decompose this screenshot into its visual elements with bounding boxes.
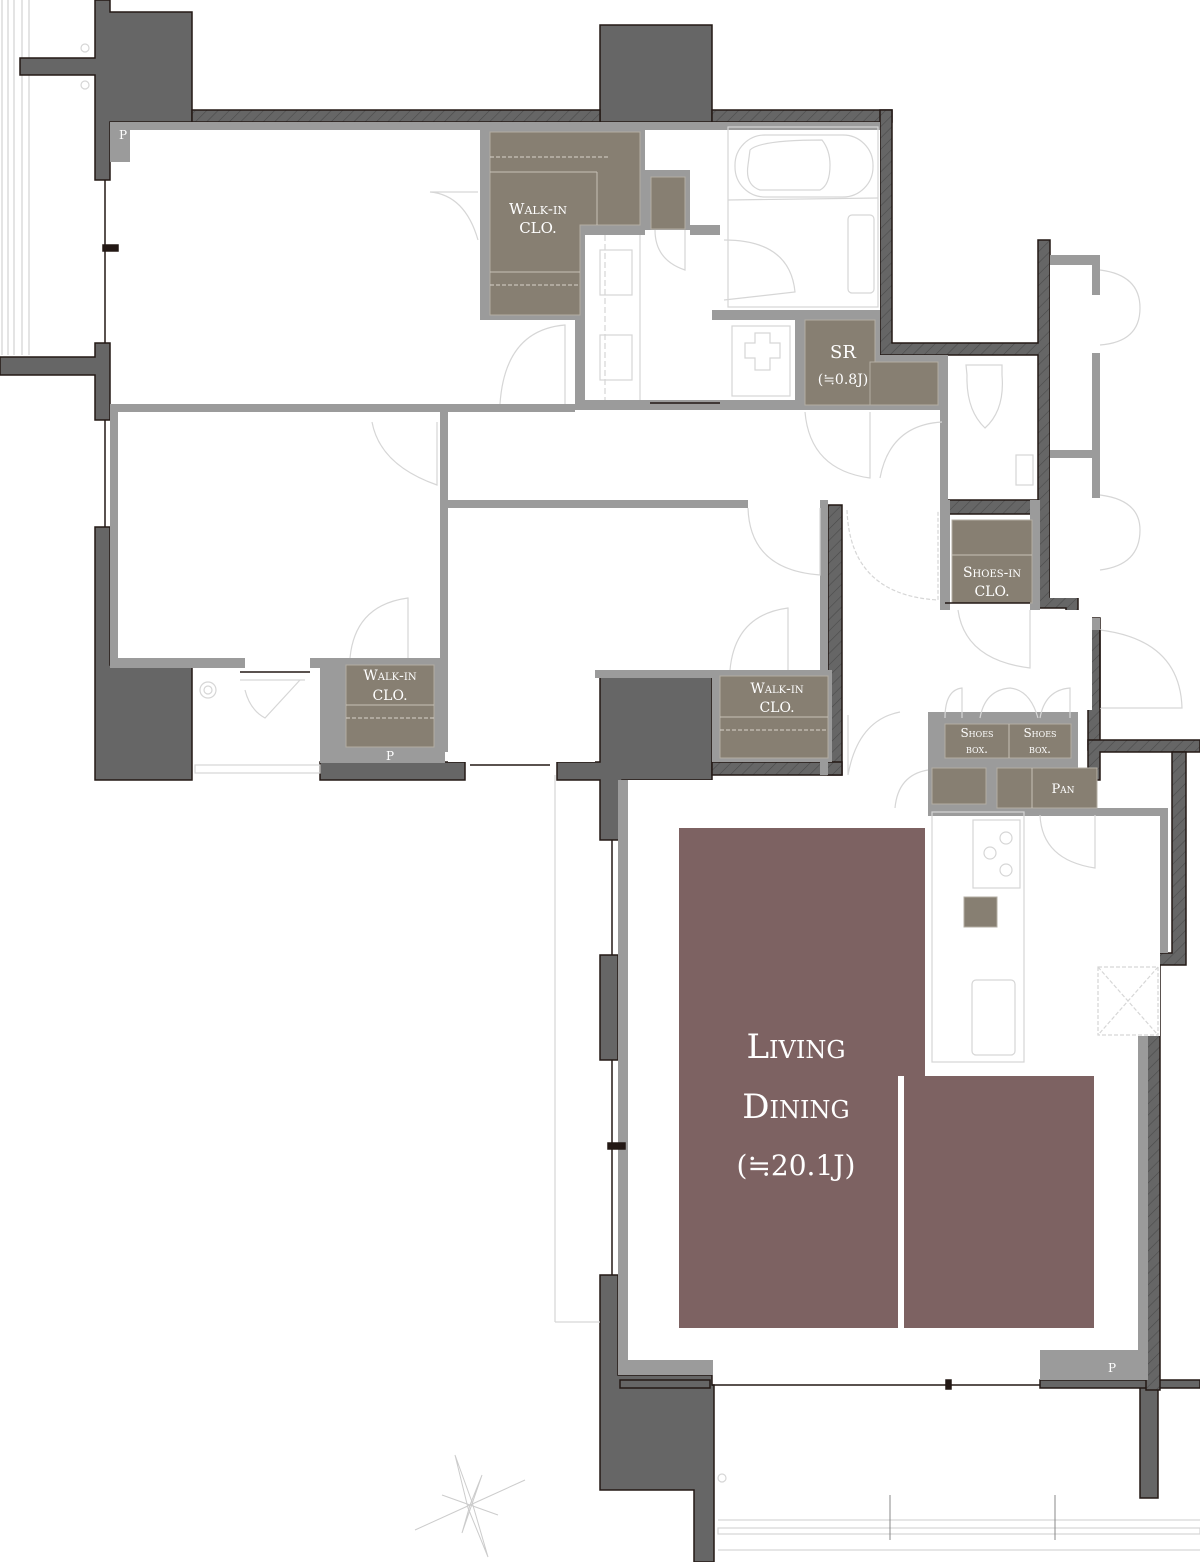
pipe-space-marker: P (1108, 1361, 1116, 1375)
shoes-in-closet (951, 519, 1033, 604)
washing-machine-icon (731, 325, 791, 397)
walk-in-closet-1 (489, 131, 641, 316)
shoes-box-2 (1008, 723, 1072, 759)
sr-label: SR (830, 342, 856, 363)
shoes-box-2-label: Shoes (1023, 726, 1056, 740)
shoes-box-1 (944, 723, 1010, 759)
pipe-space-marker: P (386, 749, 394, 763)
sr-area: (≒0.8J) (818, 372, 869, 388)
living-dining-area: (≒20.1J) (737, 1149, 856, 1182)
walk-in-clo-1-label: Walk-in (509, 200, 567, 218)
small-closet (650, 176, 686, 230)
shoes-box-1-label: Shoes (960, 726, 993, 740)
toilet-icon (965, 364, 1003, 429)
living-dining-label: Living (746, 1027, 845, 1067)
cabinet-left (931, 767, 987, 805)
storage-fills (345, 131, 1098, 928)
walk-in-clo-1-sublabel: CLO. (519, 219, 557, 237)
storage-rod-lines (346, 156, 828, 731)
kitchen-block (963, 896, 998, 928)
walk-in-closet-2 (345, 664, 435, 748)
shoes-box-1-sublabel: box. (966, 742, 988, 756)
living-dining-sublabel: Dining (742, 1087, 849, 1127)
pantry (996, 767, 1098, 809)
living-dining-area (679, 828, 1094, 1328)
walk-in-clo-2-sublabel: CLO. (372, 688, 407, 704)
pan-label: Pan (1051, 782, 1074, 797)
room-labels: Walk-in CLO. SR (≒0.8J) Shoes-in CLO. Wa… (119, 128, 1116, 1375)
sink-icon (971, 979, 1016, 1056)
storage-shelf-lines (346, 171, 1033, 808)
fridge-space (1097, 966, 1159, 1036)
walk-in-clo-2-label: Walk-in (363, 668, 416, 684)
shoes-in-clo-label: Shoes-in (963, 565, 1021, 581)
shoes-box-2-sublabel: box. (1029, 742, 1051, 756)
balcony-rail-top-left (1, 0, 30, 355)
shoes-in-clo-sublabel: CLO. (974, 584, 1009, 600)
compass-star-icon (414, 1454, 526, 1558)
walk-in-clo-3-label: Walk-in (750, 681, 803, 697)
stove-icon (972, 819, 1021, 889)
sr-room (804, 319, 876, 406)
bathtub-icon (727, 126, 879, 308)
fixtures (80, 43, 1200, 1551)
walk-in-clo-3-sublabel: CLO. (759, 700, 794, 716)
windows (102, 180, 1101, 1540)
sr-room-ext (869, 361, 939, 406)
pipe-space-marker: P (119, 128, 127, 142)
